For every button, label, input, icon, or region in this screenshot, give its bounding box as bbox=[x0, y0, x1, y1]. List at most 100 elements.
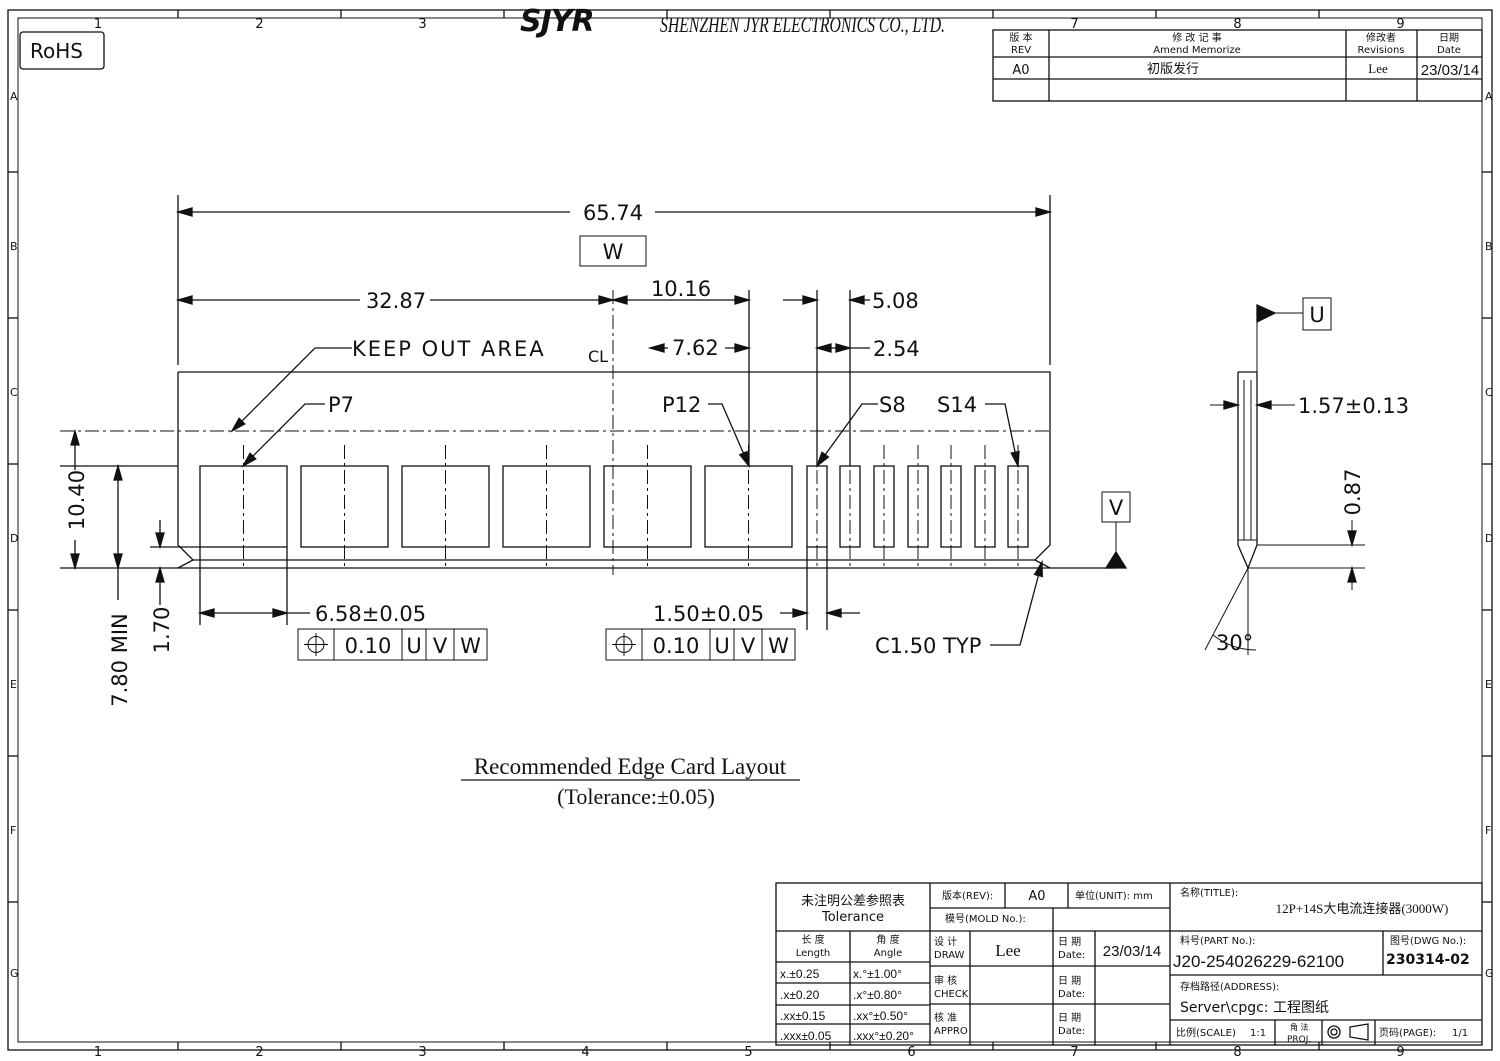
grid-row-left: C bbox=[10, 386, 18, 399]
dwg-number: 230314-02 bbox=[1386, 952, 1470, 968]
by-header-en: Revisions bbox=[1357, 45, 1404, 56]
appro-cn: 核 准 bbox=[934, 1011, 957, 1024]
arrow-head bbox=[610, 295, 628, 305]
dim-pin-tip: 0.87 bbox=[1341, 469, 1365, 516]
centerline-label: CL bbox=[588, 347, 608, 366]
memo-value: 初版发行 bbox=[1147, 61, 1199, 77]
memo-header-en: Amend Memorize bbox=[1153, 45, 1241, 56]
proj-cn: 角 法 bbox=[1290, 1022, 1309, 1032]
grid-row-left: F bbox=[10, 824, 16, 837]
arrow-head bbox=[155, 565, 165, 583]
arrow-head bbox=[155, 532, 165, 550]
arrow-head bbox=[70, 428, 80, 446]
fcf-datum-ref: V bbox=[741, 634, 756, 658]
fcf-datum-ref: W bbox=[460, 634, 481, 658]
label-p7: P7 bbox=[328, 393, 354, 417]
arrow-head bbox=[1035, 207, 1053, 217]
datum-v: V bbox=[1109, 496, 1124, 520]
dim-angle: 30° bbox=[1216, 631, 1253, 655]
arrow-head bbox=[824, 608, 842, 618]
dim-pin-width: 1.57±0.13 bbox=[1298, 394, 1409, 418]
scale-label: 比例(SCALE) bbox=[1176, 1026, 1236, 1039]
grid-row-right: G bbox=[1485, 967, 1494, 980]
ang-en: Angle bbox=[874, 948, 902, 959]
grid-row-right: B bbox=[1485, 240, 1493, 253]
arrow-head bbox=[197, 608, 215, 618]
drawing-tolerance: (Tolerance:±0.05) bbox=[557, 784, 715, 809]
grid-col-bottom: 6 bbox=[907, 1045, 915, 1060]
date-value: 23/03/14 bbox=[1421, 62, 1479, 79]
arrow-head bbox=[598, 295, 616, 305]
by-value: Lee bbox=[1368, 61, 1388, 76]
tol-angle: x.°±1.00° bbox=[853, 967, 902, 981]
dim-7-62: 7.62 bbox=[672, 336, 719, 360]
grid-row-right: A bbox=[1485, 90, 1493, 103]
by-header-cn: 修改者 bbox=[1366, 31, 1396, 44]
draw-cn: 设 计 bbox=[934, 935, 957, 948]
date-label-en: Date: bbox=[1058, 950, 1085, 961]
dim-10-40: 10.40 bbox=[65, 470, 89, 530]
arrow-head bbox=[113, 553, 123, 571]
dim-half: 32.87 bbox=[366, 289, 426, 313]
date-label-cn: 日 期 bbox=[1058, 975, 1081, 987]
rev-value: A0 bbox=[1012, 63, 1029, 78]
revision-table bbox=[992, 29, 1483, 102]
part-number: J20-254026229-62100 bbox=[1173, 952, 1344, 971]
arrow-head bbox=[175, 295, 193, 305]
len-en: Length bbox=[796, 948, 831, 959]
arrow-head bbox=[802, 295, 820, 305]
dim-10-16: 10.16 bbox=[651, 277, 711, 301]
tol-title-cn: 未注明公差参照表 bbox=[801, 893, 905, 909]
draw-date: 23/03/14 bbox=[1103, 943, 1161, 960]
mold-label: 模号(MOLD No.): bbox=[945, 913, 1026, 925]
tol-length: .x±0.20 bbox=[780, 988, 820, 1002]
unit-label: 单位(UNIT): mm bbox=[1075, 889, 1153, 902]
grid-row-right: C bbox=[1485, 386, 1493, 399]
fcf-datum-ref: W bbox=[768, 634, 789, 658]
datum-v-triangle bbox=[1104, 550, 1128, 569]
arrow-head bbox=[70, 553, 80, 571]
grid-col-bottom: 3 bbox=[418, 1045, 426, 1060]
proj-en: PROJ. bbox=[1287, 1035, 1311, 1045]
arrow-head bbox=[175, 207, 193, 217]
memo-header-cn: 修 改 记 事 bbox=[1172, 31, 1222, 44]
date-header-cn: 日期 bbox=[1439, 32, 1459, 44]
pin-side-view bbox=[1204, 297, 1365, 655]
drawing-title: Recommended Edge Card Layout bbox=[474, 754, 787, 779]
edge-card-outline bbox=[60, 290, 1115, 575]
datum-w: W bbox=[603, 240, 624, 264]
grid-row-left: B bbox=[10, 240, 18, 253]
grid-col-top: 8 bbox=[1233, 17, 1241, 32]
arrow-head bbox=[792, 608, 810, 618]
tol-length: x.±0.25 bbox=[780, 967, 820, 981]
grid-row-left: G bbox=[10, 967, 19, 980]
rev-label: 版本(REV): bbox=[942, 889, 993, 902]
grid-row-left: D bbox=[10, 532, 18, 545]
date-header-en: Date bbox=[1437, 45, 1461, 56]
rohs-label: RoHS bbox=[30, 39, 83, 63]
dim-overall: 65.74 bbox=[583, 201, 643, 225]
datum-w-box bbox=[579, 235, 647, 267]
fcf-tolerance: 0.10 bbox=[653, 634, 700, 658]
leader-arrow bbox=[241, 452, 257, 468]
check-cn: 审 核 bbox=[934, 974, 957, 987]
check-en: CHECK bbox=[934, 989, 969, 1000]
dwg-label: 图号(DWG No.): bbox=[1390, 935, 1466, 947]
fcf-cell bbox=[453, 628, 488, 661]
grid-col-bottom: 7 bbox=[1070, 1045, 1078, 1060]
company-logo: SJYR bbox=[520, 4, 594, 39]
pad-group bbox=[199, 445, 1029, 570]
page: 1/1 bbox=[1452, 1028, 1468, 1039]
ang-cn: 角 度 bbox=[876, 933, 899, 946]
fcf-tolerance: 0.10 bbox=[345, 634, 392, 658]
dim-chamfer: C1.50 TYP bbox=[875, 634, 981, 658]
grid-col-top: 2 bbox=[255, 17, 263, 32]
arrow-head bbox=[647, 343, 665, 353]
label-s14: S14 bbox=[937, 393, 977, 417]
grid-col-top: 9 bbox=[1396, 17, 1404, 32]
datum-u: U bbox=[1309, 303, 1324, 327]
